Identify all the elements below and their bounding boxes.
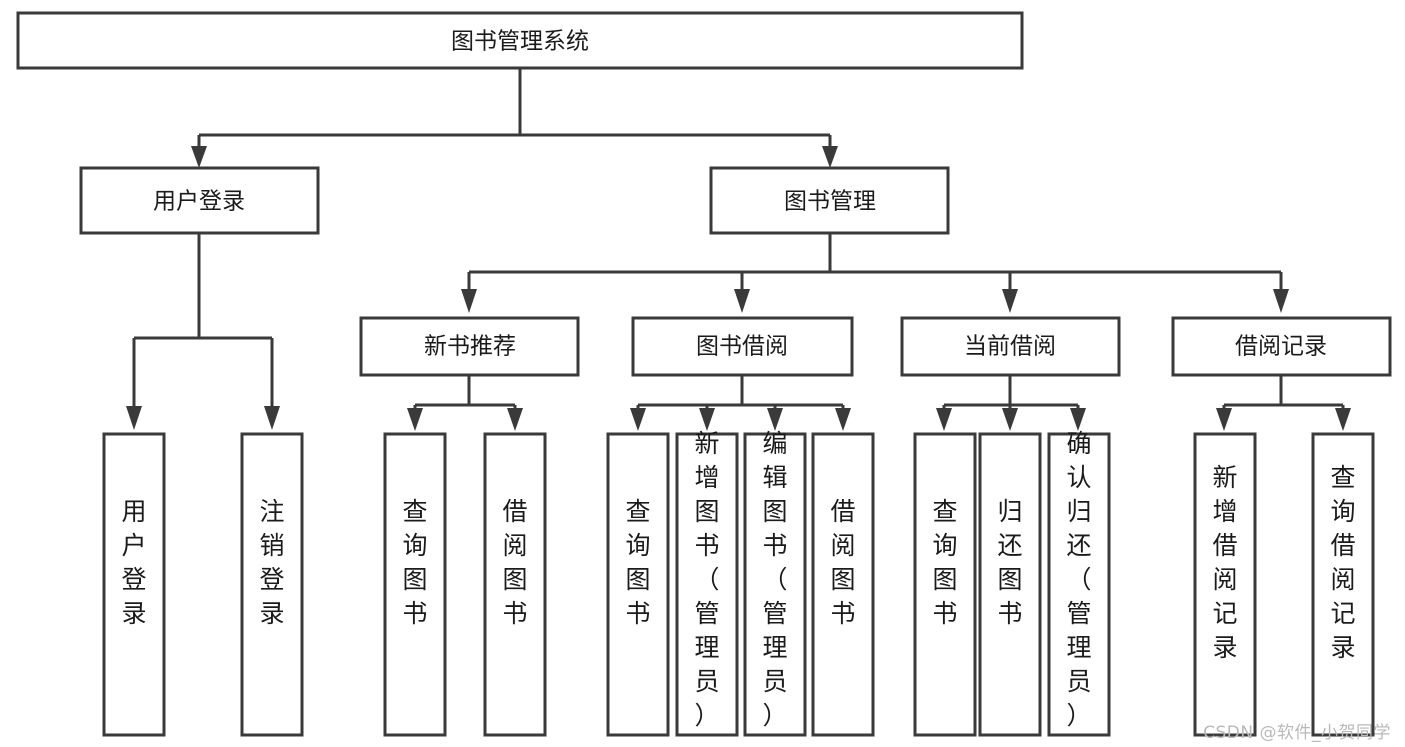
leaf-query-record-box[interactable] xyxy=(1311,432,1375,737)
leaf-user-login-label: 用户登录 xyxy=(121,497,146,628)
node-leaf-confirm-return[interactable]: 确认归还（管理员） xyxy=(1047,429,1111,737)
leaf-query-book-1-label: 查询图书 xyxy=(402,497,427,628)
leaf-borrow-book-1-box[interactable] xyxy=(483,432,547,737)
node-leaf-add-record[interactable]: 新增借阅记录 xyxy=(1193,432,1257,737)
node-leaf-return-book[interactable]: 归还图书 xyxy=(978,432,1042,737)
arrow-to-leaf-confirm-return xyxy=(1070,408,1086,431)
node-leaf-query-book-1[interactable]: 查询图书 xyxy=(383,432,447,737)
leaf-query-book-3-box[interactable] xyxy=(913,432,977,737)
book-borrow-label: 图书借阅 xyxy=(696,334,788,360)
leaf-return-book-box[interactable] xyxy=(978,432,1042,737)
arrow-to-leaf-borrow-book-2 xyxy=(835,408,851,431)
arrow-to-leaf-add-record xyxy=(1216,408,1232,431)
leaf-query-record-label: 查询借阅记录 xyxy=(1330,463,1355,662)
current-borrow-box[interactable] xyxy=(900,316,1121,377)
root-label: 图书管理系统 xyxy=(451,29,589,55)
leaf-return-book-label: 归还图书 xyxy=(997,497,1022,628)
node-leaf-borrow-book-2[interactable]: 借阅图书 xyxy=(811,432,875,737)
new-book-recommend-box[interactable] xyxy=(359,316,580,377)
new-book-recommend-label: 新书推荐 xyxy=(424,334,516,360)
leaf-confirm-return-label: 确认归还（管理员） xyxy=(1066,429,1091,730)
node-borrow-record[interactable]: 借阅记录 xyxy=(1171,316,1392,377)
arrow-to-book-borrow xyxy=(734,289,750,313)
leaf-user-logout-label: 注销登录 xyxy=(259,497,284,628)
arrow-to-leaf-query-book-2 xyxy=(630,408,646,431)
arrow-to-leaf-query-record xyxy=(1335,408,1351,431)
book-borrow-box[interactable] xyxy=(631,316,854,377)
node-leaf-borrow-book-1[interactable]: 借阅图书 xyxy=(483,432,547,737)
leaf-add-book-label: 新增图书（管理员） xyxy=(694,429,719,730)
leaf-user-login-box[interactable] xyxy=(102,432,166,737)
leaf-user-logout-box[interactable] xyxy=(240,432,304,737)
leaf-query-book-2-box[interactable] xyxy=(606,432,670,737)
node-leaf-add-book[interactable]: 新增图书（管理员） xyxy=(675,429,739,737)
node-new-book-recommend[interactable]: 新书推荐 xyxy=(359,316,580,377)
arrow-to-book-management xyxy=(822,146,838,168)
current-borrow-label: 当前借阅 xyxy=(964,334,1056,360)
borrow-record-label: 借阅记录 xyxy=(1235,334,1327,360)
borrow-record-box[interactable] xyxy=(1171,316,1392,377)
node-book-management[interactable]: 图书管理 xyxy=(709,166,950,235)
leaf-edit-book-label: 编辑图书（管理员） xyxy=(762,429,787,730)
user-login-box[interactable] xyxy=(79,166,320,235)
node-current-borrow[interactable]: 当前借阅 xyxy=(900,316,1121,377)
user-login-label: 用户登录 xyxy=(153,189,245,215)
arrow-to-user-login xyxy=(191,146,207,168)
arrow-to-leaf-query-book-3 xyxy=(936,408,952,431)
leaf-add-book-box[interactable] xyxy=(675,432,739,737)
arrow-to-leaf-borrow-book-1 xyxy=(507,408,523,431)
node-leaf-edit-book[interactable]: 编辑图书（管理员） xyxy=(743,429,807,737)
node-book-borrow[interactable]: 图书借阅 xyxy=(631,316,854,377)
node-leaf-user-logout[interactable]: 注销登录 xyxy=(240,432,304,737)
node-leaf-query-book-3[interactable]: 查询图书 xyxy=(913,432,977,737)
csdn-watermark: CSDN @软件_小贺同学 xyxy=(1203,723,1391,743)
leaf-borrow-book-2-box[interactable] xyxy=(811,432,875,737)
book-management-label: 图书管理 xyxy=(784,189,876,215)
book-management-box[interactable] xyxy=(709,166,950,235)
node-user-login[interactable]: 用户登录 xyxy=(79,166,320,235)
arrow-to-new-book-recommend xyxy=(461,289,477,313)
leaf-borrow-book-1-label: 借阅图书 xyxy=(502,497,527,628)
node-leaf-query-record[interactable]: 查询借阅记录 xyxy=(1311,432,1375,737)
leaf-add-record-box[interactable] xyxy=(1193,432,1257,737)
leaf-query-book-3-label: 查询图书 xyxy=(932,497,957,628)
root-box[interactable] xyxy=(16,11,1024,70)
connector-layer xyxy=(126,68,1351,431)
leaf-borrow-book-2-label: 借阅图书 xyxy=(830,497,855,628)
node-leaf-user-login[interactable]: 用户登录 xyxy=(102,432,166,737)
arrow-to-leaf-edit-book xyxy=(767,408,783,431)
leaf-edit-book-box[interactable] xyxy=(743,432,807,737)
arrow-to-leaf-query-book-1 xyxy=(407,408,423,431)
arrow-to-leaf-add-book xyxy=(699,408,715,431)
arrow-to-leaf-user-login xyxy=(126,406,142,430)
arrow-to-current-borrow xyxy=(1002,289,1018,313)
leaf-add-record-label: 新增借阅记录 xyxy=(1212,463,1237,662)
arrow-to-borrow-record xyxy=(1273,289,1289,313)
node-root[interactable]: 图书管理系统 xyxy=(16,11,1024,70)
leaf-query-book-1-box[interactable] xyxy=(383,432,447,737)
arrow-to-leaf-return-book xyxy=(1002,408,1018,431)
arrow-to-leaf-user-logout xyxy=(264,406,280,430)
leaf-query-book-2-label: 查询图书 xyxy=(625,497,650,628)
leaf-confirm-return-box[interactable] xyxy=(1047,432,1111,737)
node-leaf-query-book-2[interactable]: 查询图书 xyxy=(606,432,670,737)
